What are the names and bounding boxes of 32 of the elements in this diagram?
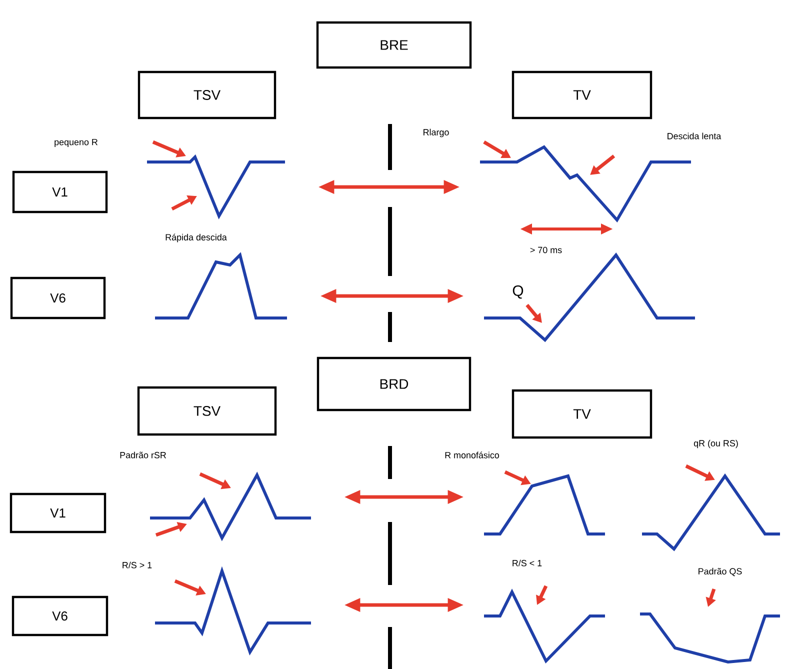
- group-box: BRD: [316, 356, 472, 412]
- label-box: TSV: [137, 386, 277, 436]
- waveform-drawing: [484, 252, 695, 342]
- label-box: TV: [512, 70, 652, 120]
- label-box: V6: [10, 276, 106, 320]
- annotation: > 70 ms: [530, 246, 562, 254]
- annotation: Descida lenta: [668, 132, 722, 140]
- annotation: qR (ou RS): [694, 440, 738, 448]
- annotation: Q: [512, 285, 524, 299]
- waveform-drawing: [484, 474, 605, 536]
- waveform-drawing: [640, 612, 780, 664]
- waveform-drawing: [480, 145, 691, 223]
- group-box: BRE: [316, 21, 472, 69]
- waveform-drawing: [642, 473, 780, 552]
- waveform-drawing: [147, 154, 285, 220]
- waveform-drawing: [150, 472, 311, 542]
- label-box: TV: [512, 389, 652, 439]
- annotation: Rlargo: [424, 128, 449, 138]
- waveform-drawing: [155, 252, 287, 320]
- annotation: Padrão QS: [698, 568, 742, 576]
- label-box: V1: [10, 492, 106, 534]
- waveform-drawing: [155, 566, 311, 656]
- annotation: R/S > 1: [122, 562, 152, 568]
- annotation: pequeno R: [54, 138, 98, 147]
- waveform-drawing: [484, 588, 605, 664]
- annotation: Padrão rSR: [120, 452, 166, 458]
- annotation: R monofásico: [445, 452, 500, 458]
- label-box: TSV: [138, 70, 276, 120]
- annotation: Rápida descida: [166, 234, 227, 242]
- annotation: R/S < 1: [512, 560, 542, 566]
- label-box: V6: [12, 596, 108, 636]
- label-box: V1: [12, 170, 108, 214]
